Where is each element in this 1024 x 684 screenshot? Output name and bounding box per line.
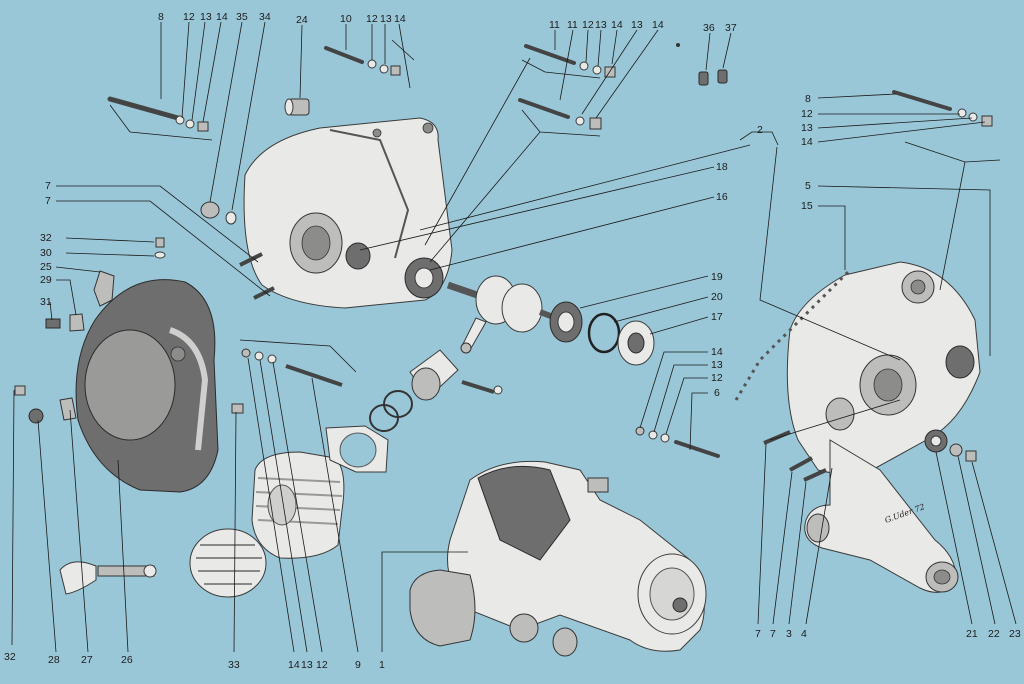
main-bearing-17 bbox=[617, 320, 655, 366]
studs-7-left bbox=[239, 252, 275, 300]
callout-32: 32 bbox=[4, 651, 16, 663]
flywheel-cover-26 bbox=[75, 279, 219, 493]
callout-37: 37 bbox=[725, 22, 737, 34]
nut-washers-lower-left bbox=[241, 348, 277, 364]
crank-seal-19 bbox=[549, 301, 583, 343]
callout-8: 8 bbox=[158, 11, 164, 23]
callout-7: 7 bbox=[45, 195, 51, 207]
callout-12: 12 bbox=[801, 108, 813, 120]
callout-25: 25 bbox=[40, 261, 52, 273]
cylinder-base-gasket bbox=[325, 425, 389, 473]
swing-arm-casting bbox=[804, 439, 959, 593]
callout-7: 7 bbox=[770, 628, 776, 640]
callout-34: 34 bbox=[259, 11, 271, 23]
callout-18: 18 bbox=[716, 161, 728, 173]
assembled-engine bbox=[409, 460, 707, 657]
callout-12: 12 bbox=[582, 19, 594, 31]
callout-14: 14 bbox=[652, 19, 664, 31]
callout-27: 27 bbox=[81, 654, 93, 666]
bolt-10 bbox=[324, 46, 401, 76]
callout-19: 19 bbox=[711, 271, 723, 283]
callout-14: 14 bbox=[711, 346, 723, 358]
callout-2: 2 bbox=[757, 124, 763, 136]
callout-5: 5 bbox=[805, 180, 811, 192]
spark-plug-cap bbox=[59, 561, 157, 595]
callout-16: 16 bbox=[716, 191, 728, 203]
callout-29: 29 bbox=[40, 274, 52, 286]
callout-23: 23 bbox=[1009, 628, 1021, 640]
washers-34-35 bbox=[200, 201, 237, 225]
callout-31: 31 bbox=[40, 296, 52, 308]
callout-9: 9 bbox=[355, 659, 361, 671]
callout-4: 4 bbox=[801, 628, 807, 640]
callout-14: 14 bbox=[288, 659, 300, 671]
callout-20: 20 bbox=[711, 291, 723, 303]
callout-13: 13 bbox=[711, 359, 723, 371]
callout-30: 30 bbox=[40, 247, 52, 259]
callout-36: 36 bbox=[703, 22, 715, 34]
callout-13: 13 bbox=[380, 13, 392, 25]
callout-33: 33 bbox=[228, 659, 240, 671]
callout-14: 14 bbox=[611, 19, 623, 31]
callout-labels: 8 12 13 14 35 34 24 10 12 13 14 11 11 12… bbox=[4, 11, 1021, 671]
bolt-11-upper bbox=[524, 44, 616, 78]
callout-12: 12 bbox=[711, 372, 723, 384]
crankcase-half-left bbox=[243, 117, 453, 309]
bolt-6 bbox=[635, 426, 720, 458]
callout-13: 13 bbox=[631, 19, 643, 31]
bush-24 bbox=[284, 98, 310, 116]
callout-15: 15 bbox=[801, 200, 813, 212]
bolt-8-right bbox=[892, 90, 993, 127]
small-parts-cluster bbox=[45, 237, 166, 332]
callout-13: 13 bbox=[301, 659, 313, 671]
callout-35: 35 bbox=[236, 11, 248, 23]
callout-6: 6 bbox=[714, 387, 720, 399]
springs-36-37 bbox=[676, 43, 728, 86]
callout-13: 13 bbox=[595, 19, 607, 31]
callout-10: 10 bbox=[340, 13, 352, 25]
leader-lines bbox=[11, 21, 1017, 653]
callout-32: 32 bbox=[40, 232, 52, 244]
callout-28: 28 bbox=[48, 654, 60, 666]
circlip-20 bbox=[587, 312, 621, 354]
crankshaft bbox=[446, 275, 558, 354]
callout-11: 11 bbox=[549, 19, 560, 31]
callout-14: 14 bbox=[801, 136, 813, 148]
callout-7: 7 bbox=[755, 628, 761, 640]
callout-13: 13 bbox=[200, 11, 212, 23]
callout-12: 12 bbox=[316, 659, 328, 671]
stud-9 bbox=[285, 364, 343, 387]
cylinder-barrel bbox=[251, 451, 345, 559]
cylinder-head bbox=[189, 528, 267, 598]
callout-12: 12 bbox=[366, 13, 378, 25]
gear-21-washer-nut bbox=[924, 429, 977, 462]
callout-7: 7 bbox=[45, 180, 51, 192]
screw-33 bbox=[231, 403, 244, 414]
callout-11: 11 bbox=[567, 19, 578, 31]
crankcase-half-right bbox=[734, 261, 981, 475]
callout-8: 8 bbox=[805, 93, 811, 105]
callout-3: 3 bbox=[786, 628, 792, 640]
callout-14: 14 bbox=[394, 13, 406, 25]
callout-22: 22 bbox=[988, 628, 1000, 640]
bolt-8-left bbox=[107, 96, 209, 132]
bolt-11-lower bbox=[518, 98, 602, 130]
callout-26: 26 bbox=[121, 654, 133, 666]
callout-17: 17 bbox=[711, 311, 723, 323]
piston-rings bbox=[369, 390, 413, 432]
callout-24: 24 bbox=[296, 14, 308, 26]
callout-21: 21 bbox=[966, 628, 978, 640]
callout-14: 14 bbox=[216, 11, 228, 23]
callout-13: 13 bbox=[801, 122, 813, 134]
callout-12: 12 bbox=[183, 11, 195, 23]
callout-1: 1 bbox=[379, 659, 385, 671]
screws-left-edge bbox=[14, 385, 77, 424]
piston bbox=[409, 349, 503, 401]
